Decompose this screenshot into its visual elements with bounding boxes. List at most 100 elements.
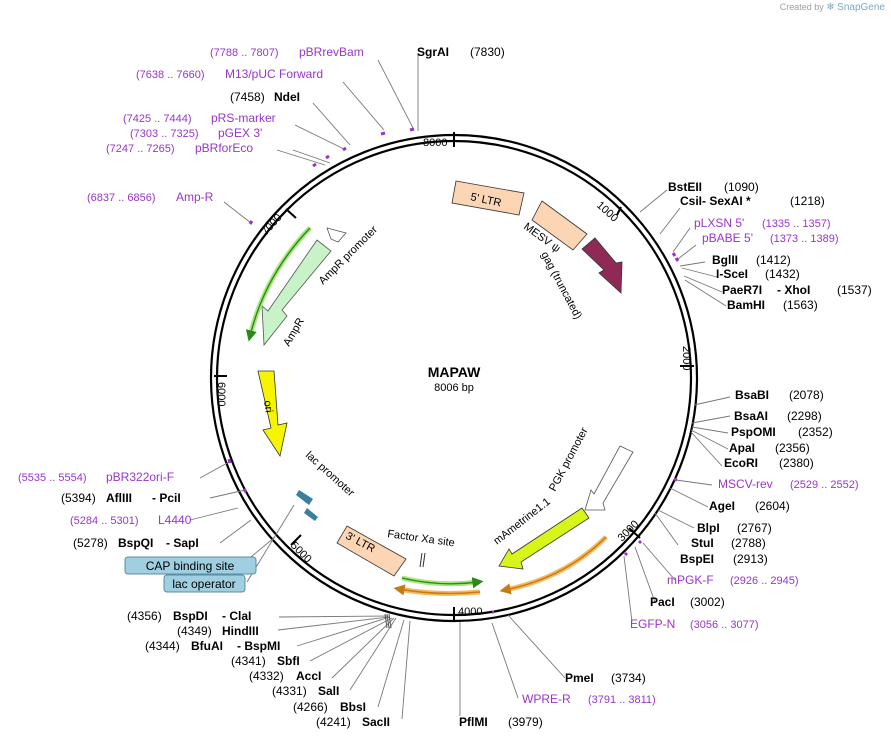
- site-agei[interactable]: AgeI (2604): [709, 499, 790, 513]
- feature-mametrine-arrow: [499, 535, 608, 595]
- primer-m13-puc-forward[interactable]: (7638 .. 7660) M13/pUC Forward: [136, 67, 323, 81]
- feature-mesv-psi[interactable]: MESV ψ: [521, 200, 588, 255]
- primer-amp-r[interactable]: (6837 .. 6856) Amp-R: [87, 190, 214, 204]
- primer-pbabe5[interactable]: pBABE 5' (1373 .. 1389): [702, 231, 839, 245]
- svg-text:SacII: SacII: [362, 715, 390, 729]
- svg-text:pBRforEco: pBRforEco: [195, 141, 253, 155]
- feature-mametrine[interactable]: mAmetrine1.1: [491, 496, 590, 570]
- svg-text:(7303 .. 7325): (7303 .. 7325): [130, 128, 199, 140]
- svg-text:Factor Xa site: Factor Xa site: [387, 528, 456, 549]
- primer-marks: [227, 127, 680, 614]
- site-sgrai[interactable]: SgrAI (7830): [417, 45, 505, 59]
- svg-text:Amp-R: Amp-R: [176, 190, 214, 204]
- site-bbsi[interactable]: (4266) BbsI: [293, 700, 366, 714]
- svg-text:AmpR: AmpR: [281, 316, 307, 349]
- primer-prs-marker[interactable]: (7425 .. 7444) pRS-marker: [123, 111, 276, 125]
- primer-wpre-r[interactable]: WPRE-R (3791 .. 3811): [522, 692, 656, 706]
- svg-text:(4241): (4241): [316, 715, 351, 729]
- svg-text:BamHI: BamHI: [727, 298, 765, 312]
- svg-text:(7425 .. 7444): (7425 .. 7444): [123, 113, 192, 125]
- snapgene-logo-icon: ❄: [826, 2, 835, 13]
- svg-text:(3056 .. 3077): (3056 .. 3077): [690, 619, 759, 631]
- svg-text:AgeI: AgeI: [709, 499, 735, 513]
- primer-mpgk-f[interactable]: mPGK-F (2926 .. 2945): [667, 573, 799, 587]
- site-stui[interactable]: StuI (2788): [691, 536, 766, 550]
- cap-binding-site-box[interactable]: CAP binding site: [124, 556, 257, 575]
- site-ecori[interactable]: EcoRI (2380): [724, 456, 814, 470]
- site-sacii[interactable]: (4241) SacII: [316, 715, 390, 729]
- primer-mscv-rev[interactable]: MSCV-rev (2529 .. 2552): [718, 477, 859, 491]
- site-bspqi[interactable]: (5278) BspQI - SapI: [73, 536, 199, 550]
- site-bfuai[interactable]: (4344) BfuAI - BspMI: [145, 639, 280, 653]
- svg-text:AccI: AccI: [296, 669, 321, 683]
- svg-text:(1563): (1563): [783, 298, 818, 312]
- site-pmei[interactable]: PmeI (3734): [565, 671, 646, 685]
- site-i-scei[interactable]: I-SceI (1432): [716, 267, 800, 281]
- tick-6000: 6000: [215, 382, 227, 406]
- svg-text:- XhoI: - XhoI: [777, 283, 810, 297]
- svg-text:(2298): (2298): [787, 409, 822, 423]
- site-ndei[interactable]: (7458) NdeI: [230, 90, 300, 104]
- site-bspei[interactable]: BspEI (2913): [680, 552, 768, 566]
- site-hindiii[interactable]: (4349) HindIII: [177, 624, 259, 638]
- site-apai[interactable]: ApaI (2356): [729, 441, 810, 455]
- site-blpi[interactable]: BlpI (2767): [697, 521, 772, 535]
- svg-text:SbfI: SbfI: [277, 654, 300, 668]
- svg-text:(1432): (1432): [765, 267, 800, 281]
- svg-text:(7788 .. 7807): (7788 .. 7807): [210, 47, 279, 59]
- svg-text:(6837 .. 6856): (6837 .. 6856): [87, 192, 156, 204]
- site-paci[interactable]: PacI (3002): [650, 595, 725, 609]
- lac-operator-box[interactable]: lac operator: [163, 574, 246, 593]
- svg-text:- SexAI *: - SexAI *: [702, 194, 751, 208]
- svg-text:pGEX 3': pGEX 3': [218, 126, 262, 140]
- svg-text:ori: ori: [261, 400, 275, 414]
- site-bsaai[interactable]: BsaAI (2298): [734, 409, 822, 423]
- brand-watermark: Created by ❄ SnapGene: [780, 2, 885, 13]
- tick-3000: 3000: [616, 518, 642, 544]
- site-bamhi[interactable]: BamHI (1563): [727, 298, 818, 312]
- site-pspomi[interactable]: PspOMI (2352): [731, 425, 833, 439]
- site-paer7i[interactable]: PaeR7I - XhoI (1537): [722, 283, 872, 297]
- svg-text:gag (truncated): gag (truncated): [538, 250, 584, 322]
- feature-lac-promoter[interactable]: lac promoter: [296, 449, 357, 521]
- feature-ltr3[interactable]: 3' LTR: [336, 525, 407, 577]
- svg-text:BspDI: BspDI: [173, 609, 208, 623]
- feature-ori[interactable]: ori: [257, 370, 288, 458]
- svg-text:SgrAI: SgrAI: [417, 45, 449, 59]
- primer-l4440[interactable]: (5284 .. 5301) L4440: [70, 513, 192, 527]
- site-sali[interactable]: (4331) SalI: [272, 684, 339, 698]
- primer-egfp-n[interactable]: EGFP-N (3056 .. 3077): [630, 617, 759, 631]
- svg-text:pRS-marker: pRS-marker: [211, 111, 276, 125]
- svg-text:PaeR7I: PaeR7I: [722, 283, 762, 297]
- site-bspdi[interactable]: (4356) BspDI - ClaI: [127, 609, 251, 623]
- svg-text:(7638 .. 7660): (7638 .. 7660): [136, 69, 205, 81]
- site-sbfi[interactable]: (4341) SbfI: [231, 654, 300, 668]
- svg-text:(2926 .. 2945): (2926 .. 2945): [730, 575, 799, 587]
- svg-text:(1335 .. 1357): (1335 .. 1357): [762, 218, 831, 230]
- site-csii[interactable]: CsiI - SexAI * (1218): [680, 194, 825, 208]
- feature-ampr[interactable]: AmpR: [261, 239, 332, 349]
- primer-pbrrevbam[interactable]: (7788 .. 7807) pBRrevBam: [210, 45, 364, 59]
- feature-orange-arrow: [393, 584, 481, 596]
- site-pflmi[interactable]: PflMI (3979): [459, 715, 543, 729]
- primer-plxsn5[interactable]: pLXSN 5' (1335 .. 1357): [694, 216, 831, 230]
- svg-text:PspOMI: PspOMI: [731, 425, 776, 439]
- primer-pbr322ori-f[interactable]: (5535 .. 5554) pBR322ori-F: [18, 470, 174, 484]
- site-acci[interactable]: (4332) AccI: [249, 669, 321, 683]
- svg-text:(2352): (2352): [798, 425, 833, 439]
- site-afliii[interactable]: (5394) AflIII - PciI: [61, 491, 181, 505]
- svg-text:(4332): (4332): [249, 669, 284, 683]
- site-bglii[interactable]: BglII (1412): [712, 253, 791, 267]
- svg-text:M13/pUC Forward: M13/pUC Forward: [225, 67, 323, 81]
- svg-text:(5284 .. 5301): (5284 .. 5301): [70, 515, 139, 527]
- feature-ltr5[interactable]: 5' LTR: [451, 180, 525, 216]
- feature-pgk-promoter[interactable]: PGK promoter: [547, 425, 634, 511]
- primer-pgex3[interactable]: (7303 .. 7325) pGEX 3': [130, 126, 262, 140]
- plasmid-name: MAPAW: [428, 364, 481, 380]
- svg-text:lac promoter: lac promoter: [303, 449, 357, 499]
- svg-text:(1412): (1412): [756, 253, 791, 267]
- primer-pbrforeco[interactable]: (7247 .. 7265) pBRforEco: [106, 141, 253, 155]
- site-bsteii[interactable]: BstEII (1090): [668, 180, 759, 194]
- svg-text:SalI: SalI: [318, 684, 339, 698]
- site-bsabi[interactable]: BsaBI (2078): [735, 388, 824, 402]
